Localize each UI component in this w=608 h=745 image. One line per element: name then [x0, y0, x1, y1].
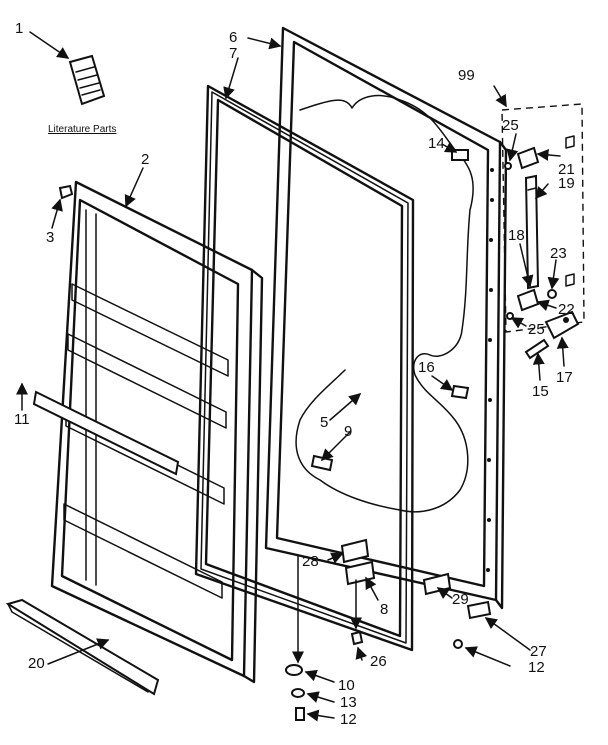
part-16 — [450, 384, 470, 400]
washer-23 — [547, 289, 557, 299]
callout-22: 22 — [558, 301, 575, 318]
callout-10: 10 — [338, 677, 355, 694]
cabinet-door-frame — [264, 26, 508, 610]
leader-lines — [16, 31, 569, 722]
callout-6: 6 — [229, 29, 237, 46]
pin-15 — [524, 338, 550, 360]
door-gasket — [194, 84, 415, 652]
hinge-pin-19 — [524, 174, 540, 290]
screw-12-right — [453, 639, 463, 649]
callout-23: 23 — [550, 245, 567, 262]
callout-9: 9 — [344, 423, 352, 440]
screw-26 — [350, 630, 364, 646]
door-bottom-trim — [5, 598, 160, 696]
insulation-outline — [295, 94, 474, 513]
callout-29: 29 — [452, 591, 469, 608]
screw-3 — [58, 184, 74, 200]
callout-labels: Literature Parts 1 2 3 5 6 7 8 9 10 11 1… — [14, 20, 575, 728]
literature-parts-booklet — [68, 54, 106, 106]
callout-1: 1 — [15, 20, 23, 37]
callout-14: 14 — [428, 135, 445, 152]
callout-25-bottom: 25 — [528, 321, 545, 338]
callout-16: 16 — [418, 359, 435, 376]
bottom-hinge-stack — [285, 664, 305, 721]
callout-11: 11 — [14, 411, 30, 428]
callout-27: 27 — [530, 643, 547, 660]
callout-2: 2 — [141, 151, 149, 168]
hinge-17 — [544, 310, 580, 340]
callout-8: 8 — [380, 601, 388, 618]
callout-17: 17 — [556, 369, 573, 386]
callout-25-top: 25 — [502, 117, 519, 134]
callout-21: 21 — [558, 161, 575, 178]
callout-3: 3 — [46, 229, 54, 246]
callout-12-right: 12 — [528, 659, 545, 676]
part-27 — [466, 600, 492, 620]
callout-99: 99 — [458, 67, 475, 84]
callout-28: 28 — [302, 553, 319, 570]
part-9 — [310, 454, 334, 472]
callout-7: 7 — [229, 45, 237, 62]
literature-caption: Literature Parts — [48, 124, 116, 135]
door-shelf-bar — [32, 390, 180, 476]
callout-5: 5 — [320, 414, 328, 431]
callout-26: 26 — [370, 653, 387, 670]
callout-20: 20 — [28, 655, 45, 672]
hinge-cap-21 — [516, 135, 575, 170]
callout-13: 13 — [340, 694, 357, 711]
callout-15: 15 — [532, 383, 549, 400]
callout-12-bottom: 12 — [340, 711, 357, 728]
part-29 — [422, 572, 452, 596]
frame-screw-holes — [486, 168, 494, 572]
washer-25-top — [504, 162, 512, 170]
callout-19: 19 — [558, 175, 575, 192]
hinge-kit-outline — [501, 103, 585, 333]
door-panel — [50, 180, 264, 684]
callout-18: 18 — [508, 227, 525, 244]
part-8 — [344, 560, 376, 586]
